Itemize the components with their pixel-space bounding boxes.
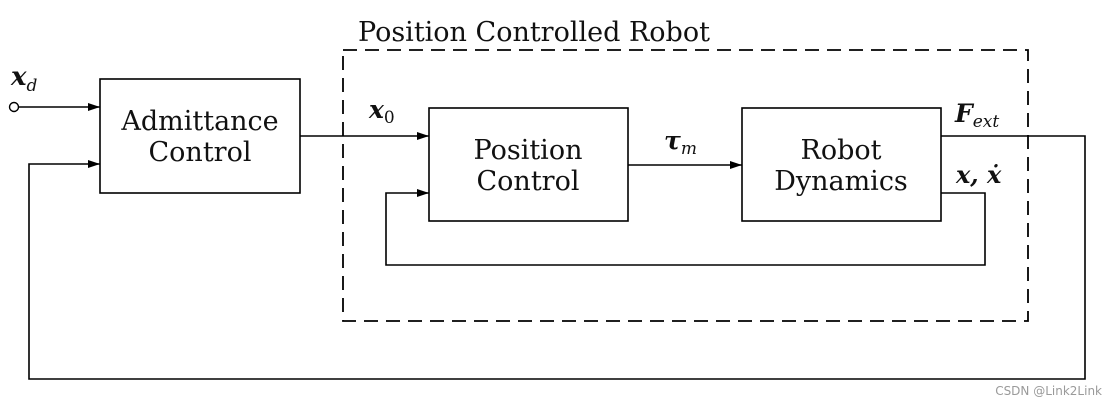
admittance-control-label-1: Admittance	[120, 106, 278, 137]
position-control-label-1: Position	[474, 135, 583, 166]
robot-dynamics-label-1: Robot	[801, 135, 882, 166]
group-title: Position Controlled Robot	[358, 17, 710, 48]
admittance-control-block	[99, 78, 301, 194]
signal-x-xdot-label: x, ẋ	[955, 160, 1002, 189]
watermark: CSDN @Link2Link	[995, 384, 1102, 398]
robot-dynamics-label-2: Dynamics	[774, 166, 908, 197]
position-controlled-robot-group	[342, 49, 1029, 322]
signal-tau-m-label: τm	[664, 126, 697, 159]
signal-xd-label: xd	[10, 62, 38, 96]
signal-x0-label: x0	[368, 95, 395, 128]
inner-feedback-line	[385, 189, 986, 266]
outer-feedback-line	[28, 135, 1086, 380]
admittance-control-label-2: Control	[149, 137, 252, 168]
signal-f-ext-label: Fext	[954, 99, 999, 132]
input-terminal	[8, 101, 20, 113]
position-control-block	[428, 107, 629, 222]
position-control-label-2: Control	[477, 166, 580, 197]
